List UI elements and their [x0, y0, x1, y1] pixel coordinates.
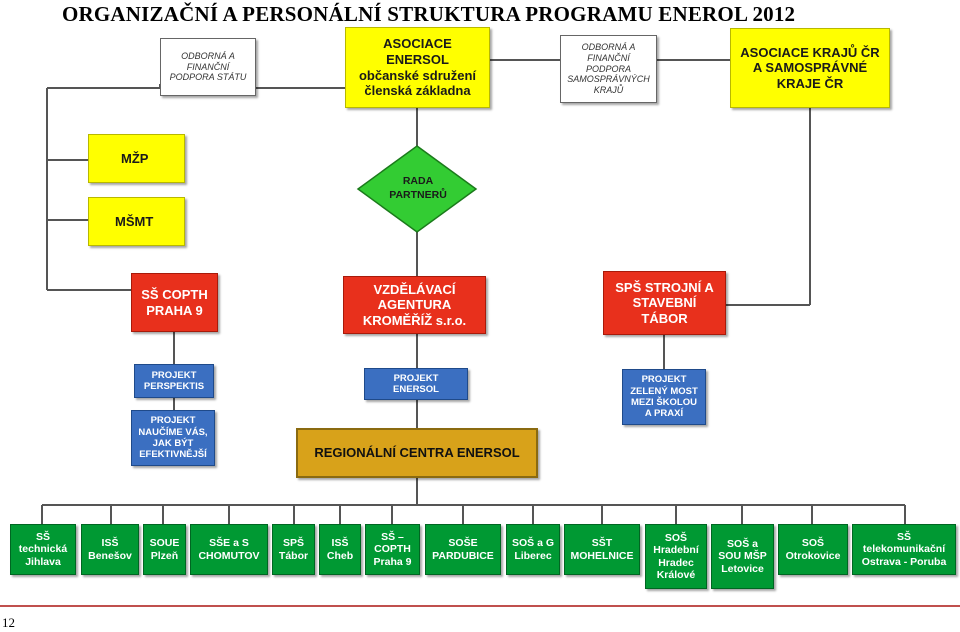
regionalni-centra-box: REGIONÁLNÍ CENTRA ENERSOL — [296, 428, 538, 478]
school-box: ISŠ Cheb — [319, 524, 361, 575]
school-box: SOŠ a SOU MŠP Letovice — [711, 524, 774, 589]
footer-divider — [0, 605, 960, 607]
school-box: SOUE Plzeň — [143, 524, 186, 575]
projekt-enersol-box: PROJEKT ENERSOL — [364, 368, 468, 400]
vzdelavaci-agentura-box: VZDĚLÁVACÍ AGENTURA KROMĚŘÍŽ s.r.o. — [343, 276, 486, 334]
projekt-zeleny-most-box: PROJEKT ZELENÝ MOST MEZI ŠKOLOU A PRAXÍ — [622, 369, 706, 425]
asociace-enersol-box: ASOCIACE ENERSOL občanské sdružení člens… — [345, 27, 490, 108]
mzp-box: MŽP — [88, 134, 185, 183]
school-box: SŠ telekomunikační Ostrava - Poruba — [852, 524, 956, 575]
asociace-kraju-box: ASOCIACE KRAJŮ ČR A SAMOSPRÁVNÉ KRAJE ČR — [730, 28, 890, 108]
school-box: SOŠ a G Liberec — [506, 524, 560, 575]
school-box: SŠE a S CHOMUTOV — [190, 524, 268, 575]
school-box: SOŠ Otrokovice — [778, 524, 848, 575]
page-number: 12 — [2, 615, 15, 630]
rada-diamond — [356, 145, 478, 233]
school-box: ISŠ Benešov — [81, 524, 139, 575]
state-support-box: ODBORNÁ A FINANČNÍ PODPORA STÁTU — [160, 38, 256, 96]
page-title: ORGANIZAČNÍ A PERSONÁLNÍ STRUKTURA PROGR… — [62, 2, 796, 26]
rada-partneru-label: RADA PARTNERŮ — [389, 175, 447, 201]
projekt-naucime-box: PROJEKT NAUČÍME VÁS, JAK BÝT EFEKTIVNĚJŠ… — [131, 410, 215, 466]
ss-copth-box: SŠ COPTH PRAHA 9 — [131, 273, 218, 332]
school-box: SPŠ Tábor — [272, 524, 315, 575]
school-box: SŠ – COPTH Praha 9 — [365, 524, 420, 575]
projekt-perspektis-box: PROJEKT PERSPEKTIS — [134, 364, 214, 398]
school-box: SŠ technická Jihlava — [10, 524, 76, 575]
regional-support-box: ODBORNÁ A FINANČNÍ PODPORA SAMOSPRÁVNÝCH… — [560, 35, 657, 103]
msmt-box: MŠMT — [88, 197, 185, 246]
school-box: SŠT MOHELNICE — [564, 524, 640, 575]
sps-strojni-box: SPŠ STROJNÍ A STAVEBNÍ TÁBOR — [603, 271, 726, 335]
school-box: SOŠE PARDUBICE — [425, 524, 501, 575]
school-box: SOŠ Hradební Hradec Králové — [645, 524, 707, 589]
